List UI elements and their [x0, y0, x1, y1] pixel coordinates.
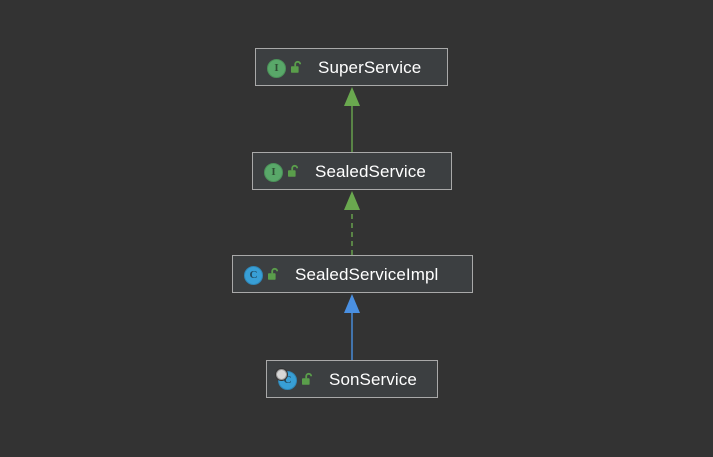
node-icons: C — [276, 368, 315, 390]
unlocked-padlock-icon — [300, 372, 315, 387]
unlocked-padlock-icon — [266, 267, 281, 282]
node-label: SealedServiceImpl — [295, 264, 439, 284]
node-icons: I — [264, 162, 301, 182]
node-sealed-service[interactable]: I SealedService — [252, 152, 452, 190]
arrowhead-impl-to-sealed — [344, 191, 360, 210]
edge-sealed-to-super[interactable] — [344, 87, 360, 152]
interface-icon: I — [267, 58, 286, 78]
edge-impl-to-sealed[interactable] — [344, 191, 360, 255]
node-label: SealedService — [315, 161, 426, 181]
unlocked-padlock-icon — [286, 164, 301, 179]
arrowhead-sealed-to-super — [344, 87, 360, 106]
node-son-service[interactable]: C SonService — [266, 360, 438, 398]
edge-son-to-impl[interactable] — [344, 294, 360, 360]
overlay-badge-icon — [276, 368, 287, 380]
class-icon: C — [244, 265, 263, 285]
node-label: SonService — [329, 369, 417, 389]
node-label: SuperService — [318, 57, 422, 77]
node-icons: C — [244, 265, 281, 285]
arrowhead-son-to-impl — [344, 294, 360, 313]
node-sealed-service-impl[interactable]: C SealedServiceImpl — [232, 255, 473, 293]
node-icons: I — [267, 58, 304, 78]
node-super-service[interactable]: I SuperService — [255, 48, 448, 86]
unlocked-padlock-icon — [289, 60, 304, 75]
interface-icon: I — [264, 162, 283, 182]
class-icon: C — [276, 368, 297, 390]
